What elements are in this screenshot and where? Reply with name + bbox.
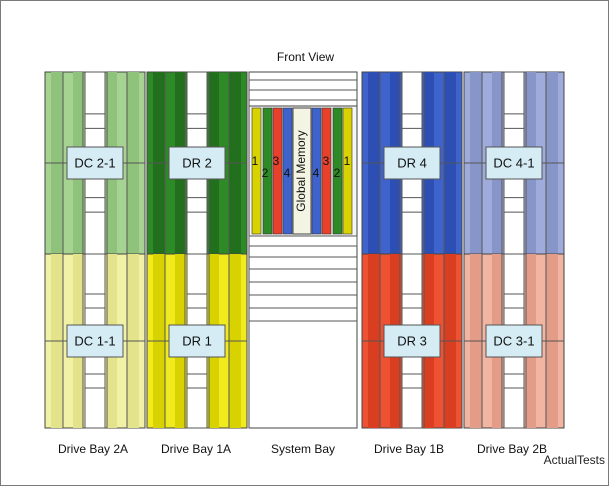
drive-section-dr-1 [146, 253, 248, 429]
diagram-title: Front View [276, 50, 335, 64]
memory-board [342, 107, 353, 235]
bay-label-drive-bay-1b: Drive Bay 1B [373, 442, 445, 456]
label-box [485, 324, 543, 358]
memory-board [332, 107, 343, 235]
memory-board [311, 107, 322, 235]
section-label: DR 3 [397, 333, 427, 348]
drive-section-dc-2-1 [44, 71, 146, 255]
bay-label-drive-bay-2a: Drive Bay 2A [57, 442, 129, 456]
label-box [485, 146, 543, 180]
memory-board [272, 107, 283, 235]
memory-board [282, 107, 293, 235]
section-label: DC 2-1 [74, 155, 115, 170]
drive-section-dr-2 [146, 71, 248, 255]
memory-slot-number: 2 [262, 166, 269, 180]
label-box [66, 146, 124, 180]
label-box [168, 324, 226, 358]
system-bay-strip [248, 235, 358, 247]
section-label: DC 3-1 [493, 333, 534, 348]
memory-slot-number: 3 [323, 154, 330, 168]
section-label: DC 4-1 [493, 155, 534, 170]
label-box [66, 324, 124, 358]
label-box [383, 146, 441, 180]
drive-section-dr-3 [361, 253, 463, 429]
label-box [168, 146, 226, 180]
section-label: DR 4 [397, 155, 427, 170]
section-label: DC 1-1 [74, 333, 115, 348]
global-memory-panel [292, 107, 312, 235]
memory-slot-number: 1 [252, 154, 259, 168]
global-memory-label: Global Memory [294, 130, 308, 211]
memory-slot-number: 3 [273, 154, 280, 168]
memory-slot-number: 1 [344, 154, 351, 168]
section-label: DR 1 [182, 333, 212, 348]
memory-board [321, 107, 332, 235]
label-box [383, 324, 441, 358]
drive-section-dc-4-1 [463, 71, 565, 255]
bay-label-drive-bay-1a: Drive Bay 1A [160, 442, 232, 456]
bay-label-drive-bay-2b: Drive Bay 2B [476, 442, 548, 456]
watermark-text: ActualTests [543, 453, 605, 467]
memory-slot-number: 4 [284, 166, 291, 180]
memory-board [251, 107, 262, 235]
drive-section-dr-4 [361, 71, 463, 255]
drive-section-dc-3-1 [463, 253, 565, 429]
memory-slot-number: 2 [334, 166, 341, 180]
memory-board [262, 107, 273, 235]
section-label: DR 2 [182, 155, 212, 170]
bay-label-system-bay: System Bay [270, 442, 336, 456]
memory-slot-number: 4 [313, 166, 320, 180]
drive-section-dc-1-1 [44, 253, 146, 429]
